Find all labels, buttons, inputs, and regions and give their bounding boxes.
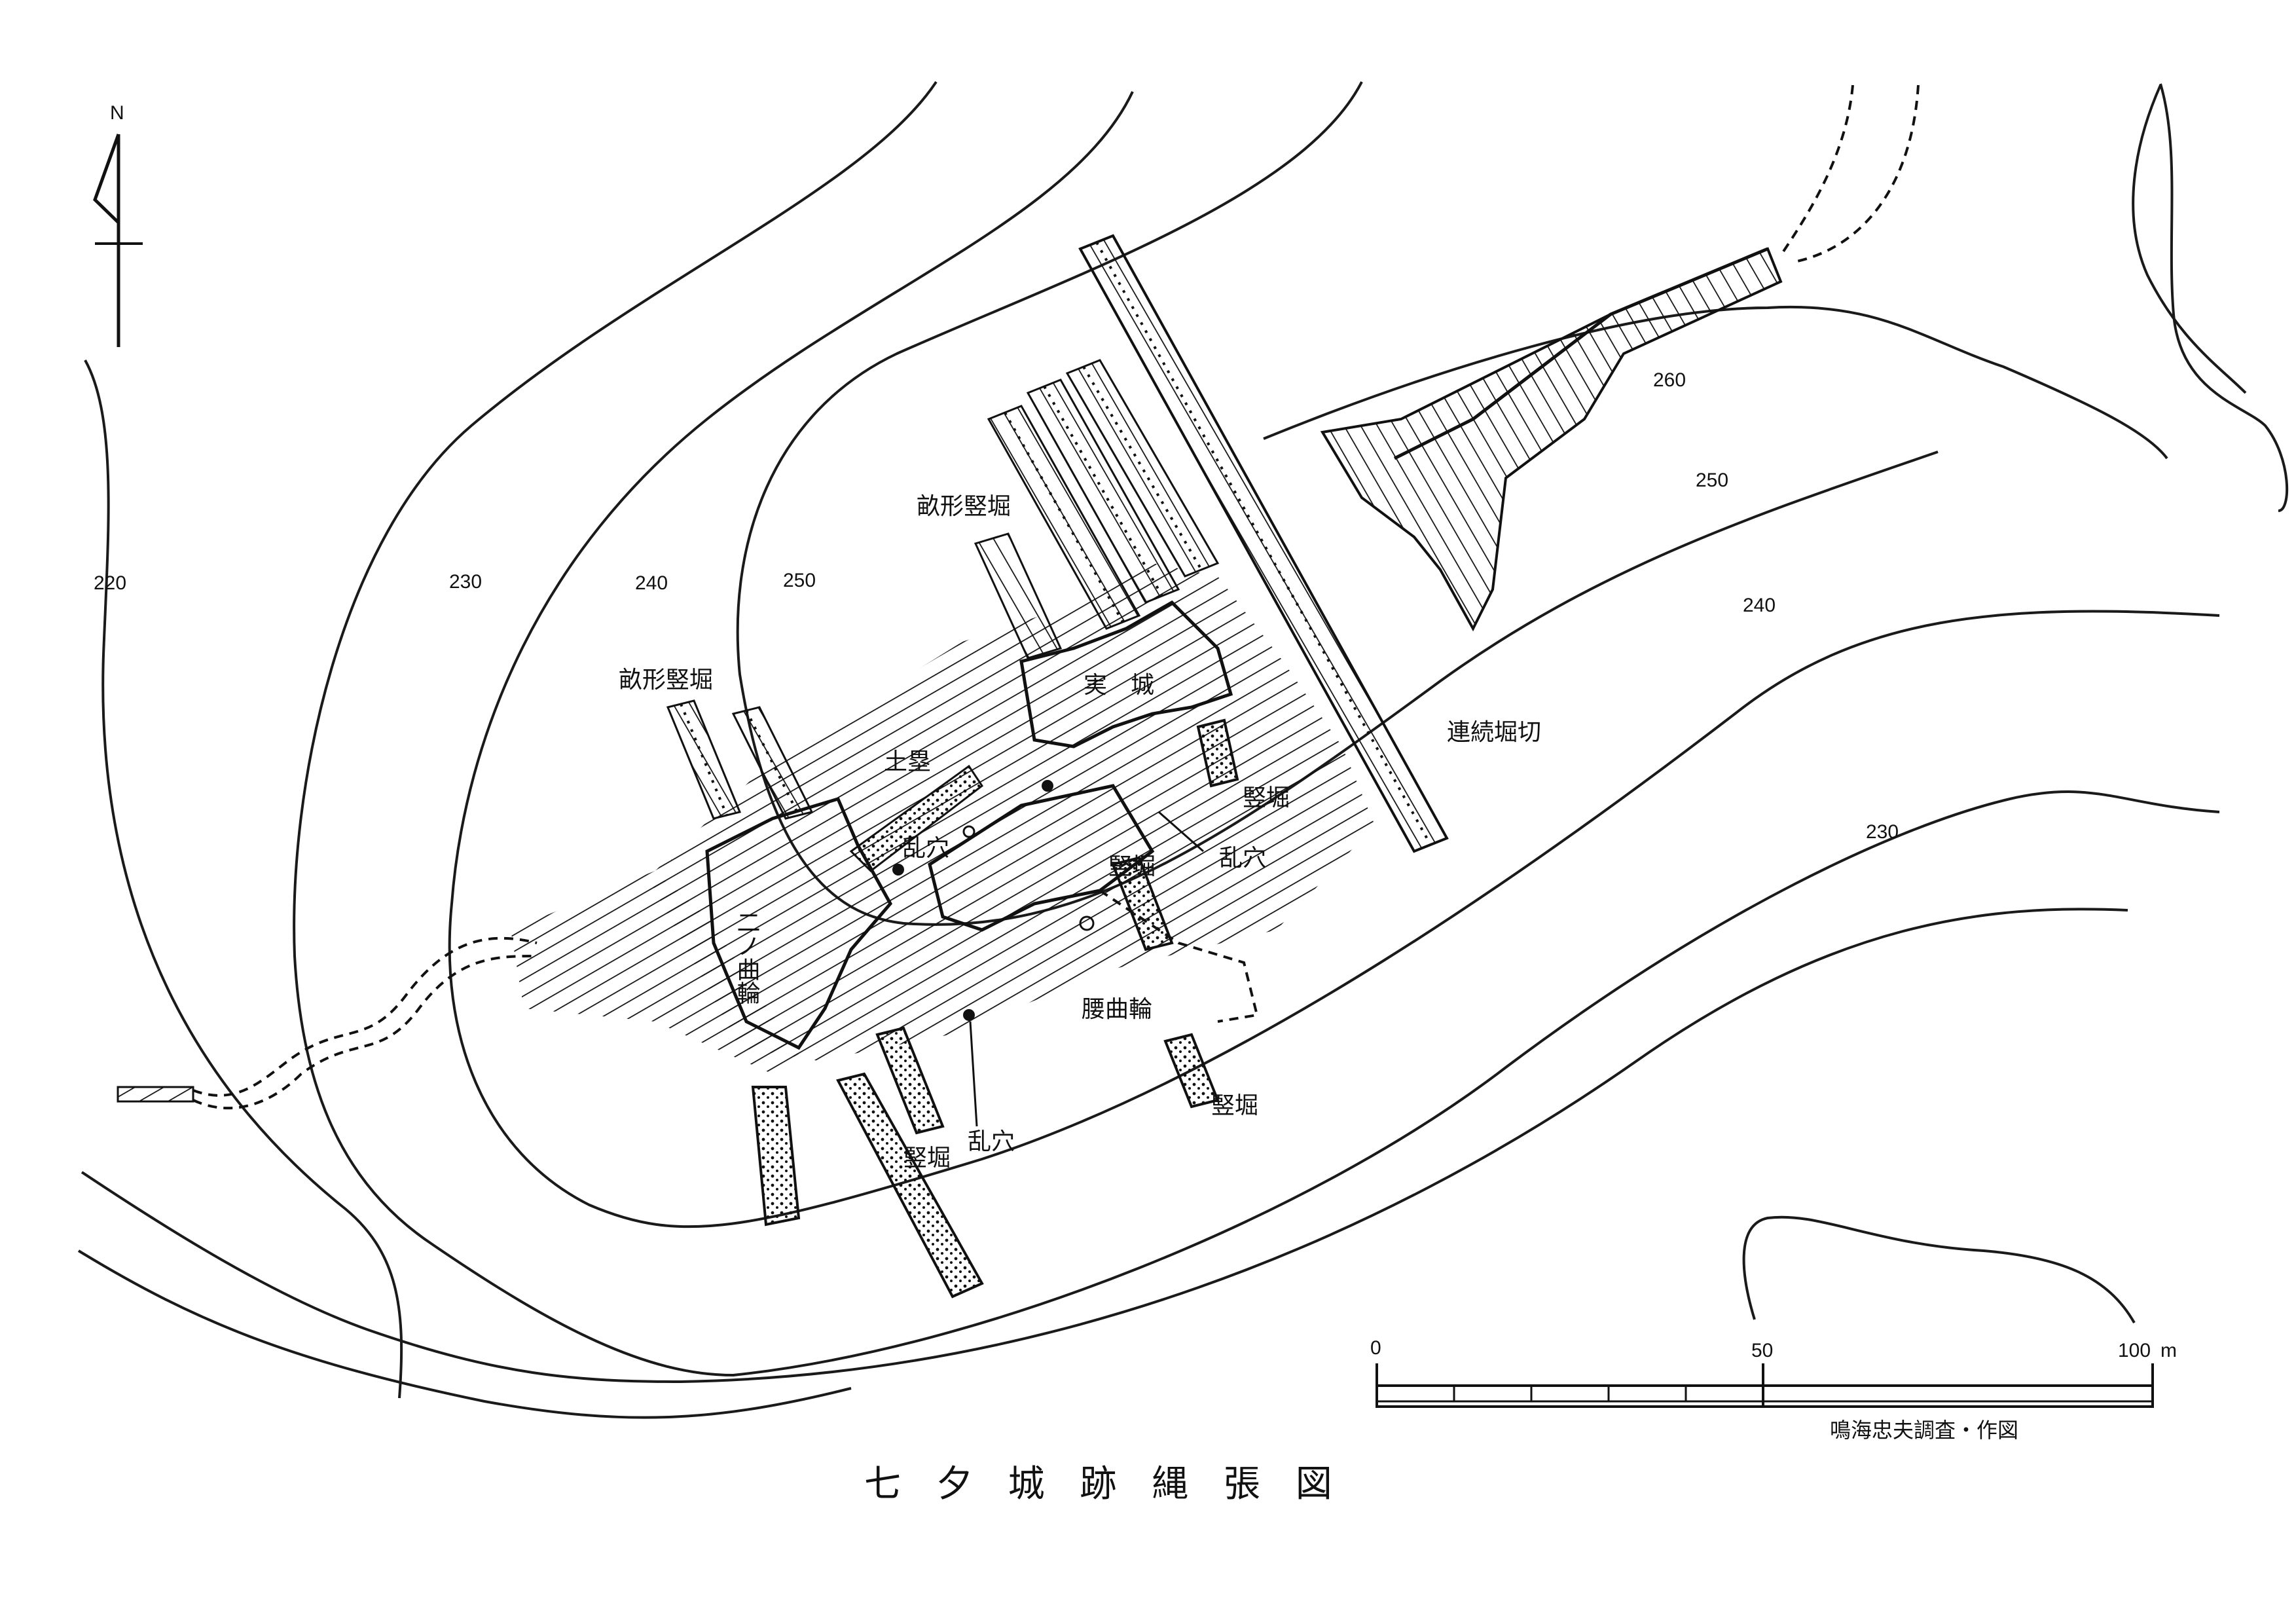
slope-southwest [511,871,799,1074]
north-arrow-icon: N [93,102,143,347]
label-tatebori-2: 竪堀 [1108,853,1156,880]
contour-label-220: 220 [94,572,126,594]
contour-label-230-east: 230 [1866,821,1899,843]
north-label: N [110,102,124,124]
label-tatebori-4: 竪堀 [903,1145,951,1172]
label-dorui: 土塁 [884,748,931,775]
enclosure-jitsujo [1019,600,1233,748]
scale-label-100: 100 [2118,1340,2151,1361]
scale-label-50: 50 [1751,1340,1773,1361]
contour-label-230: 230 [449,571,482,593]
trench-renzoku-horikiri [1078,234,1449,853]
dorui-rampart [849,764,984,872]
path-steps [117,1086,194,1103]
contour-knoll [1742,1215,2136,1323]
contour-label-240: 240 [635,572,668,594]
label-une-tatebori-west: 畝形竪堀 [619,667,713,693]
contour-250-east [1263,306,2168,460]
label-ranketsu-2: 乱穴 [1219,845,1266,872]
label-ranketsu-3: 乱穴 [968,1128,1015,1155]
label-tatebori-3: 竪堀 [1211,1092,1258,1119]
credit: 鳴海忠夫調査・作図 [1830,1418,2018,1443]
castle-earthworks [511,234,1783,1299]
enclosure-ni-no-kuruwa [705,796,893,1050]
label-ranketsu-1: 乱穴 [902,835,949,862]
well-marker-2 [962,825,975,838]
label-jitsujo: 実 城 [1084,672,1154,699]
une-tatebori-group-west [666,699,814,820]
contour-labels: 220 230 240 250 250 240 230 260 [94,369,1899,843]
contour-label-250-east: 250 [1696,470,1728,491]
scale-unit: m [2160,1340,2177,1361]
une-tatebori-group-north [974,359,1220,659]
pit-marker-1 [892,864,904,876]
label-ni-no-kuruwa: 二ノ曲輪 [733,910,760,1005]
contour-220 [84,360,403,1399]
approach-path [117,84,1920,1110]
contour-230-north [293,81,2220,1377]
site-labels: 畝形竪堀 畝形竪堀 実 城 土塁 連続堀切 竪堀 竪堀 竪堀 竪堀 乱穴 乱穴 … [619,493,1541,1172]
well-marker [1079,915,1095,931]
koshi-kuruwa-edge-dashed [1099,889,1259,1023]
map-title: 七 夕 城 跡 縄 張 図 [864,1463,1344,1505]
contour-south-2 [77,1249,852,1419]
scale-label-0: 0 [1370,1337,1381,1359]
scale-bar: 0 50 100 m [1370,1337,2177,1408]
contour-label-260: 260 [1653,369,1686,391]
label-une-tatebori-north: 畝形竪堀 [917,493,1011,520]
label-koshi-kuruwa: 腰曲輪 [1082,996,1152,1023]
contour-label-240-east: 240 [1743,595,1776,616]
tatebori-south [751,718,1239,1299]
contour-south-1 [81,908,2128,1384]
leader-ranketsu-2 [1158,811,1204,853]
contour-240 [448,91,2220,1228]
trench-northeast [1320,247,1783,632]
label-tatebori-1: 竪堀 [1243,784,1290,811]
contour-label-250: 250 [783,570,816,591]
contour-outer-east [2159,83,2289,512]
leader-ranketsu-3 [969,1021,978,1127]
trench-edge [1393,247,1768,460]
pit-marker-3 [963,1009,975,1021]
pit-marker-2 [1042,780,1053,792]
contour-260 [2132,84,2247,394]
label-renzoku-horikiri: 連続堀切 [1447,719,1541,746]
